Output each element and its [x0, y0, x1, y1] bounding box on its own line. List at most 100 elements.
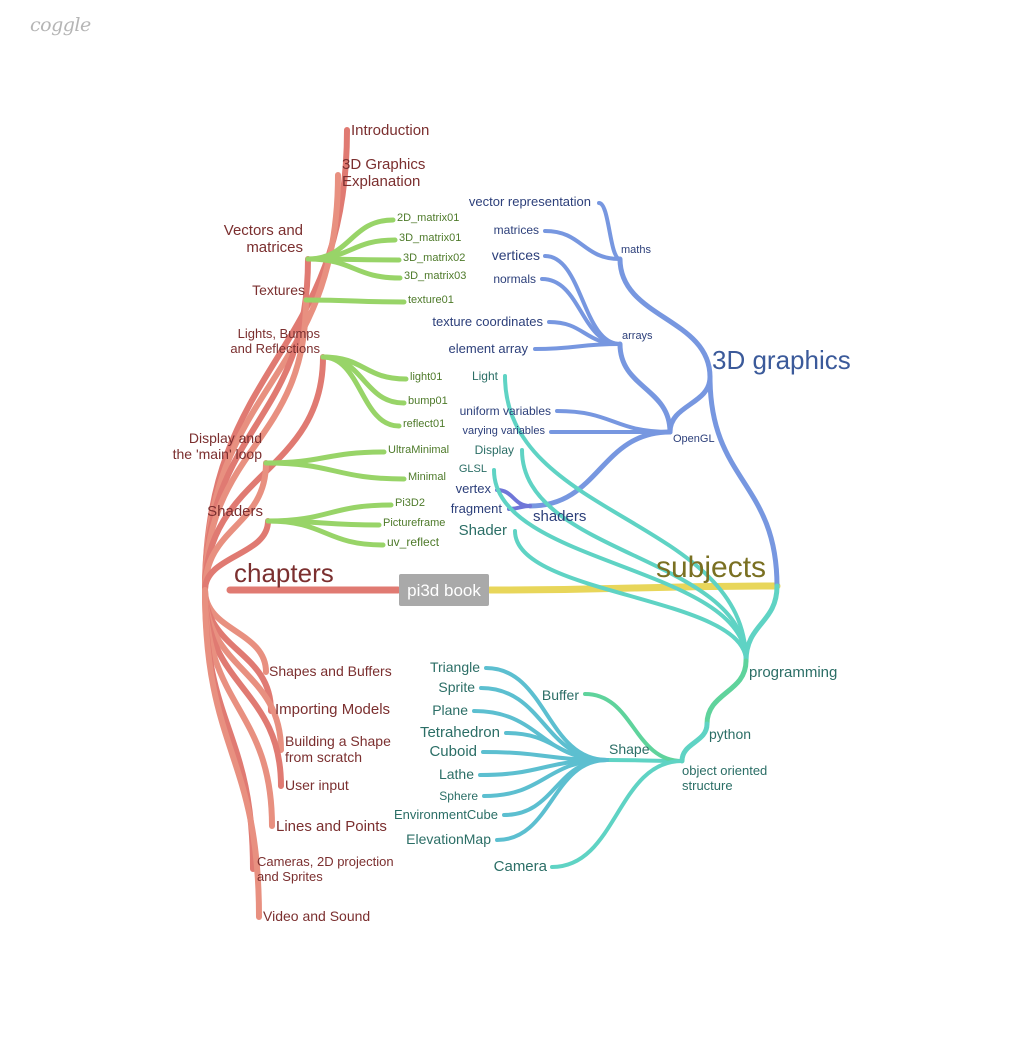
subjects-label[interactable]: subjects [656, 551, 766, 584]
shape-child-6[interactable]: Sphere [439, 789, 478, 803]
prog-child-0[interactable]: Light [472, 369, 499, 383]
prog-child-3-link [513, 529, 748, 663]
arrays-child-3[interactable]: element array [449, 341, 529, 356]
display-child-1[interactable]: Minimal [408, 471, 446, 483]
branches [202, 127, 781, 920]
shaders-child-2-link [265, 518, 386, 548]
prog-child-1-link [520, 448, 748, 663]
root-label: pi3d book [407, 581, 481, 600]
shape-child-7-link [502, 758, 609, 817]
chapters-label[interactable]: chapters [234, 558, 334, 588]
vectors-child-2[interactable]: 3D_matrix02 [403, 252, 465, 264]
lights-child-1[interactable]: bump01 [408, 395, 448, 407]
root-node[interactable]: pi3d book [399, 574, 489, 606]
shaders-child-2[interactable]: uv_reflect [387, 535, 440, 549]
shape-child-1[interactable]: Sprite [438, 679, 475, 695]
shape-child-8[interactable]: ElevationMap [406, 831, 491, 847]
maths-child-1[interactable]: matrices [494, 223, 539, 237]
vectors-child-1[interactable]: 3D_matrix01 [399, 232, 461, 244]
arrays-child-1[interactable]: normals [493, 272, 536, 286]
graphics-link [707, 374, 780, 589]
camera-link [550, 759, 684, 869]
shape-child-5[interactable]: Lathe [439, 766, 474, 782]
arrays-child-3-link [533, 342, 622, 351]
shaders-child-0[interactable]: Pi3D2 [395, 497, 425, 509]
shape-label[interactable]: Shape [609, 741, 650, 757]
lights-child-2-link [320, 354, 402, 429]
chapter-3-link [202, 297, 309, 593]
vectors-child-3[interactable]: 3D_matrix03 [404, 270, 466, 282]
chapter-13-link [202, 587, 262, 920]
arrays-child-1-link [540, 277, 622, 346]
maths-child-1-link [543, 229, 622, 261]
maths-label[interactable]: maths [621, 244, 651, 256]
programming-label[interactable]: programming [749, 664, 837, 681]
shaders-child-1[interactable]: fragment [451, 501, 503, 516]
coggle-logo: coggle [30, 14, 91, 36]
arrays-child-2[interactable]: texture coordinates [432, 314, 543, 329]
maths-child-0[interactable]: vector representation [469, 194, 591, 209]
display-child-1-link [263, 460, 407, 482]
graphics-label[interactable]: 3D graphics [712, 345, 851, 375]
prog-child-2[interactable]: GLSL [459, 463, 487, 475]
programming-link [743, 583, 780, 664]
arrays-label[interactable]: arrays [622, 330, 653, 342]
shape-child-7[interactable]: EnvironmentCube [394, 807, 498, 822]
shape-child-4[interactable]: Cuboid [429, 743, 477, 760]
shaders-link [527, 429, 673, 509]
camera-label[interactable]: Camera [494, 858, 548, 875]
buffer-label[interactable]: Buffer [542, 687, 579, 703]
chapter-item-6[interactable]: Shaders [207, 503, 263, 520]
prog-child-2-link [492, 468, 748, 663]
shape-child-8-link [495, 758, 609, 842]
opengl-child-1[interactable]: varying variables [462, 425, 545, 437]
maths-child-0-link [597, 201, 622, 261]
chapter-item-8[interactable]: Importing Models [275, 701, 390, 718]
shape-child-0[interactable]: Triangle [430, 659, 480, 675]
subjects-link [486, 582, 781, 594]
chapter-item-11[interactable]: Lines and Points [276, 818, 387, 835]
chapter-item-0[interactable]: Introduction [351, 122, 429, 139]
opengl-child-0-link [555, 409, 672, 434]
chapter-item-7[interactable]: Shapes and Buffers [269, 663, 392, 679]
display-child-0[interactable]: UltraMinimal [388, 444, 449, 456]
prog-child-0-link [503, 374, 748, 663]
chapter-5-link [202, 460, 269, 593]
textures-child-0[interactable]: texture01 [408, 294, 454, 306]
arrays-child-0[interactable]: vertices [492, 247, 540, 263]
chapter-item-13[interactable]: Video and Sound [263, 908, 370, 924]
python-link [704, 658, 749, 727]
vectors-child-3-link [305, 256, 403, 281]
shaders-label[interactable]: shaders [533, 508, 586, 525]
textures-child-0-link [303, 297, 407, 305]
lights-child-2[interactable]: reflect01 [403, 418, 445, 430]
shaders-child-1[interactable]: Pictureframe [383, 517, 445, 529]
python-label[interactable]: python [709, 726, 751, 742]
chapter-6-link [202, 518, 271, 593]
opengl-label[interactable]: OpenGL [673, 433, 715, 445]
prog-child-1[interactable]: Display [475, 443, 514, 457]
buffer-link [583, 692, 684, 763]
chapter-item-10[interactable]: User input [285, 777, 349, 793]
root-box [399, 574, 489, 606]
maths-link [617, 256, 713, 380]
shape-child-3[interactable]: Tetrahedron [420, 724, 500, 741]
prog-child-3[interactable]: Shader [459, 522, 507, 539]
lights-child-0[interactable]: light01 [410, 371, 442, 383]
shaders-child-0[interactable]: vertex [456, 481, 492, 496]
vectors-child-0[interactable]: 2D_matrix01 [397, 212, 459, 224]
vectors-child-1-link [305, 237, 398, 262]
opengl-child-0[interactable]: uniform variables [460, 404, 551, 418]
opengl-link [667, 374, 713, 435]
shape-child-2[interactable]: Plane [432, 702, 468, 718]
chapter-item-3[interactable]: Textures [252, 282, 305, 298]
